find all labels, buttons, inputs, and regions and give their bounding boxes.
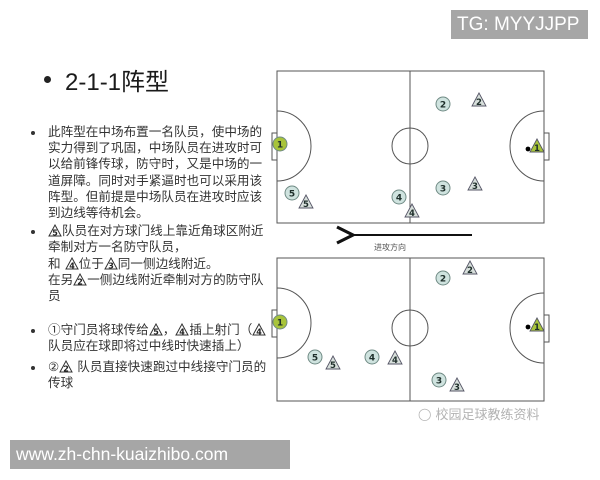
svg-text:1: 1	[534, 323, 540, 333]
bullet-text: 在另	[48, 271, 74, 287]
top-field	[271, 70, 550, 224]
bullet-text: 同一侧边线附近。	[117, 255, 219, 271]
player-circle-marker: 3	[435, 180, 451, 196]
goalkeeper-circle-marker: 1	[272, 314, 288, 330]
svg-text:4: 4	[392, 356, 398, 366]
bullet-text: 插上射门（	[189, 322, 253, 338]
title-bullet	[44, 76, 51, 83]
player-circle-marker: 2	[435, 270, 451, 286]
bullet-text: ①守门员将球传给	[48, 322, 149, 338]
player-circle-marker: 5	[307, 349, 323, 365]
player-triangle-icon: 5	[48, 224, 62, 237]
svg-text:5: 5	[312, 354, 318, 364]
player-circle-marker: 4	[391, 189, 407, 205]
svg-text:1: 1	[277, 319, 283, 329]
svg-text:3: 3	[454, 383, 460, 393]
player-triangle-marker: 3	[449, 377, 465, 393]
watermark-text: 校园足球教练资料	[435, 408, 540, 423]
tg-watermark-badge: TG: MYYJJPP	[451, 10, 588, 39]
svg-text:4: 4	[369, 354, 375, 364]
player-triangle-icon: 4	[64, 256, 79, 270]
goalkeeper-triangle-marker: 1	[529, 138, 545, 154]
player-triangle-icon: 2	[59, 359, 74, 373]
bullet-text: 位于	[78, 255, 104, 271]
bullet-text: 一侧边线附近牵制对方的防守队员	[48, 271, 264, 304]
player-triangle-marker: 2	[462, 260, 478, 276]
goalkeeper-circle-marker: 1	[272, 136, 288, 152]
wechat-watermark: ◯ 校园足球教练资料	[418, 404, 540, 424]
player-triangle-icon: 2	[73, 272, 88, 286]
svg-text:3: 3	[108, 261, 114, 270]
player-circle-marker: 5	[284, 185, 300, 201]
ball-icon	[525, 146, 531, 152]
svg-text:4: 4	[69, 261, 75, 270]
bottom-field	[271, 257, 550, 402]
svg-text:5: 5	[289, 190, 295, 200]
svg-text:5: 5	[153, 328, 159, 337]
bullet-text: 队员直接快速跑过中线接守门员的传球	[48, 358, 267, 390]
player-triangle-icon: 3	[103, 256, 118, 270]
bottom-field-players: 1 5 4 2 3 5 4 2 3 1	[272, 260, 545, 393]
player-triangle-marker: 5	[298, 194, 314, 210]
player-circle-marker: 4	[364, 349, 380, 365]
bullet-text: 队员应在球即将过中线时快速插上）	[48, 338, 250, 354]
top-field-players: 1 5 4 2 3 5 4 2 3 1	[272, 92, 545, 219]
player-triangle-icon: 4	[252, 323, 267, 337]
svg-text:3: 3	[440, 185, 446, 195]
player-circle-marker: 2	[435, 96, 451, 112]
svg-text:3: 3	[436, 377, 442, 387]
svg-text:2: 2	[440, 275, 446, 285]
svg-text:3: 3	[472, 182, 478, 192]
player-triangle-marker: 2	[471, 92, 487, 108]
bullet-text: 队员在对方球门线上靠近角球区附近牵制对方一名防守队员，	[48, 223, 264, 255]
svg-text:2: 2	[467, 266, 473, 276]
player-triangle-marker: 5	[325, 355, 341, 371]
svg-text:2: 2	[64, 364, 70, 373]
url-watermark-badge: www.zh-chn-kuaizhibo.com	[10, 440, 290, 469]
player-circle-marker: 3	[431, 372, 447, 388]
wechat-icon: ◯	[418, 406, 432, 421]
slide-title: 2-1-1阵型	[65, 69, 170, 96]
svg-text:4: 4	[180, 328, 186, 337]
svg-text:1: 1	[534, 144, 540, 154]
svg-text:2: 2	[476, 98, 482, 108]
attack-direction-label: 进攻方向	[374, 243, 406, 252]
player-triangle-marker: 4	[404, 203, 420, 219]
svg-text:1: 1	[277, 141, 283, 151]
svg-text:2: 2	[77, 277, 83, 286]
slide-title-row: 2-1-1阵型	[44, 62, 169, 97]
player-triangle-marker: 4	[387, 350, 403, 366]
svg-text:4: 4	[409, 209, 415, 219]
player-triangle-icon: 4	[175, 323, 190, 337]
player-triangle-icon: 5	[148, 323, 163, 337]
bullet-text: ②	[48, 358, 60, 374]
bullet-list: 此阵型在中场布置一名队员，使中场的实力得到了巩固，中场队员在进攻时可以给前锋传球…	[28, 124, 272, 391]
bullet-text: 此阵型在中场布置一名队员，使中场的实力得到了巩固，中场队员在进攻时可以给前锋传球…	[48, 124, 263, 221]
ball-icon	[525, 324, 531, 330]
svg-text:4: 4	[257, 328, 263, 337]
player-triangle-marker: 3	[467, 176, 483, 192]
goalkeeper-triangle-marker: 1	[529, 317, 545, 333]
svg-text:5: 5	[303, 200, 309, 210]
bullet-description: 此阵型在中场布置一名队员，使中场的实力得到了巩固，中场队员在进攻时可以给前锋传球…	[28, 124, 272, 221]
bullet-text: ，	[162, 322, 176, 338]
bullet-text: 和	[48, 255, 61, 271]
svg-text:2: 2	[440, 101, 446, 111]
svg-text:4: 4	[396, 194, 402, 204]
svg-text:5: 5	[52, 229, 58, 238]
svg-text:5: 5	[330, 361, 336, 371]
